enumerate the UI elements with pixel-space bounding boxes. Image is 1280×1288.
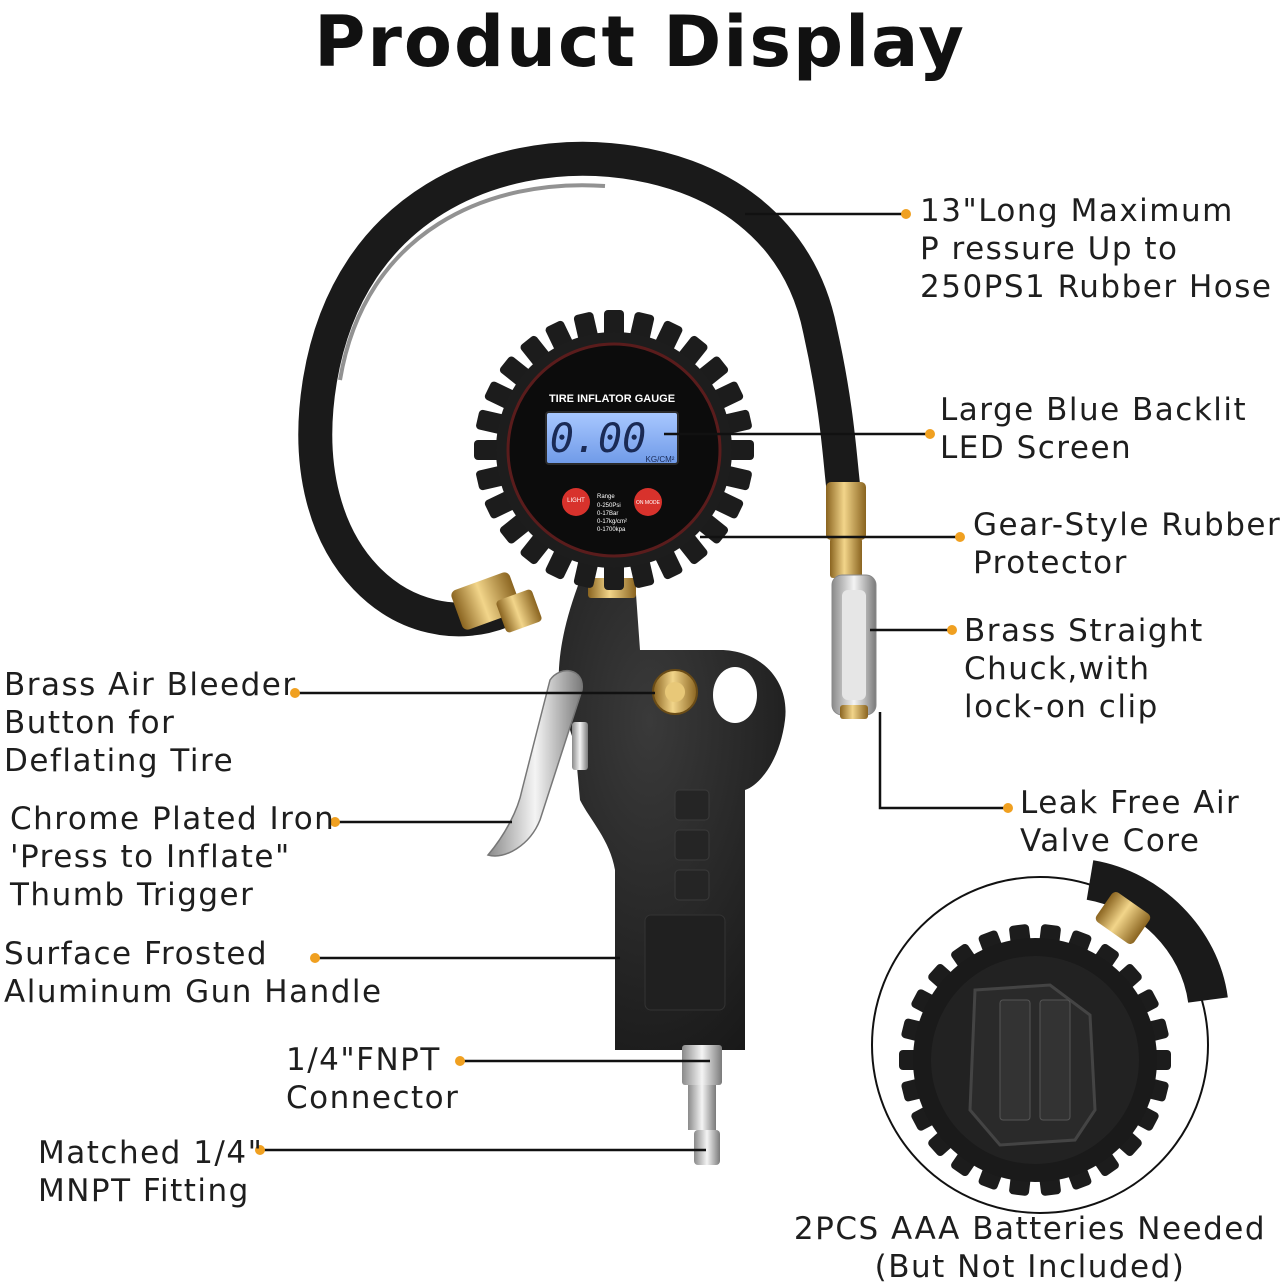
callout-line: Valve Core xyxy=(1020,823,1201,859)
range-line: 0-17Bar xyxy=(597,511,618,517)
callout-line: 'Press to Inflate" xyxy=(10,839,291,875)
callout-line: Protector xyxy=(973,545,1128,581)
gauge-reading: 0.00 xyxy=(550,416,646,462)
chrome-thumb-trigger xyxy=(486,670,588,857)
callout-line: Chuck,with xyxy=(964,651,1151,687)
callout-line: Matched 1/4" xyxy=(38,1135,264,1171)
battery-slot xyxy=(968,983,1097,1147)
gauge-range-text: Range 0-250Psi 0-17Bar 0-17kg/cm² 0-1700… xyxy=(597,494,627,533)
range-line: 0-250Psi xyxy=(597,503,621,509)
callout-dots xyxy=(255,209,1013,1155)
callout-line: Surface Frosted xyxy=(4,936,269,972)
callout-connector: 1/4"FNPT Connector xyxy=(286,1041,459,1117)
callout-line: Connector xyxy=(286,1080,460,1116)
callout-line: Brass Air Bleeder xyxy=(4,667,297,703)
battery-compartment-inset xyxy=(871,860,1228,1214)
gun-body xyxy=(558,578,786,1050)
fnpt-connector xyxy=(682,1045,722,1165)
page-title: Product Display xyxy=(314,1,966,83)
range-line: Range xyxy=(597,494,615,500)
right-hose-brass-fitting xyxy=(826,482,866,578)
callout-protector: Gear-Style Rubber Protector xyxy=(973,506,1280,582)
callout-bleeder: Brass Air Bleeder Button for Deflating T… xyxy=(4,666,297,780)
callout-line: Chrome Plated Iron xyxy=(10,801,336,837)
rubber-hose xyxy=(298,141,862,637)
light-button-label: LIGHT xyxy=(567,498,585,504)
range-line: 0-1700kpa xyxy=(597,527,626,533)
caption-line: (But Not Included) xyxy=(874,1249,1186,1285)
callout-line: 1/4"FNPT xyxy=(286,1042,441,1078)
callout-chuck: Brass Straight Chuck,with lock-on clip xyxy=(964,612,1204,726)
gauge-face-title: TIRE INFLATOR GAUGE xyxy=(549,393,675,405)
batteries-caption: 2PCS AAA Batteries Needed (But Not Inclu… xyxy=(780,1210,1280,1286)
callout-line: Brass Straight xyxy=(964,613,1204,649)
callout-line: 13"Long Maximum xyxy=(920,193,1234,229)
left-hose-brass-fitting xyxy=(451,572,542,633)
callout-hose: 13"Long Maximum P ressure Up to 250PS1 R… xyxy=(920,192,1272,306)
callout-line: LED Screen xyxy=(940,430,1133,466)
callout-line: Aluminum Gun Handle xyxy=(4,974,383,1010)
callout-line: Large Blue Backlit xyxy=(940,392,1248,428)
mode-button xyxy=(634,488,662,516)
gauge-unit: KG/CM² xyxy=(646,455,675,464)
callout-fitting: Matched 1/4" MNPT Fitting xyxy=(38,1134,263,1210)
light-button xyxy=(562,488,590,516)
callout-trigger: Chrome Plated Iron 'Press to Inflate" Th… xyxy=(10,800,335,914)
brass-air-bleeder-button xyxy=(652,669,698,715)
callout-screen: Large Blue Backlit LED Screen xyxy=(940,391,1247,467)
callout-valve: Leak Free Air Valve Core xyxy=(1020,784,1240,860)
callout-line: Deflating Tire xyxy=(4,743,235,779)
callout-line: Leak Free Air xyxy=(1020,785,1241,821)
range-line: 0-17kg/cm² xyxy=(597,519,627,525)
leader-lines xyxy=(260,212,1008,1152)
callout-line: P ressure Up to xyxy=(920,231,1179,267)
callout-handle: Surface Frosted Aluminum Gun Handle xyxy=(4,935,383,1011)
callout-line: 250PS1 Rubber Hose xyxy=(920,269,1273,305)
mode-button-label: ON MODE xyxy=(636,500,661,506)
caption-line: 2PCS AAA Batteries Needed xyxy=(793,1211,1267,1247)
lcd-screen xyxy=(545,411,679,465)
callout-line: Gear-Style Rubber xyxy=(973,507,1280,543)
callout-line: Thumb Trigger xyxy=(10,877,255,913)
callout-line: lock-on clip xyxy=(964,689,1159,725)
brass-straight-chuck xyxy=(831,574,877,719)
callout-line: MNPT Fitting xyxy=(38,1173,250,1209)
callout-line: Button for xyxy=(4,705,176,741)
gauge-assembly xyxy=(474,310,754,590)
